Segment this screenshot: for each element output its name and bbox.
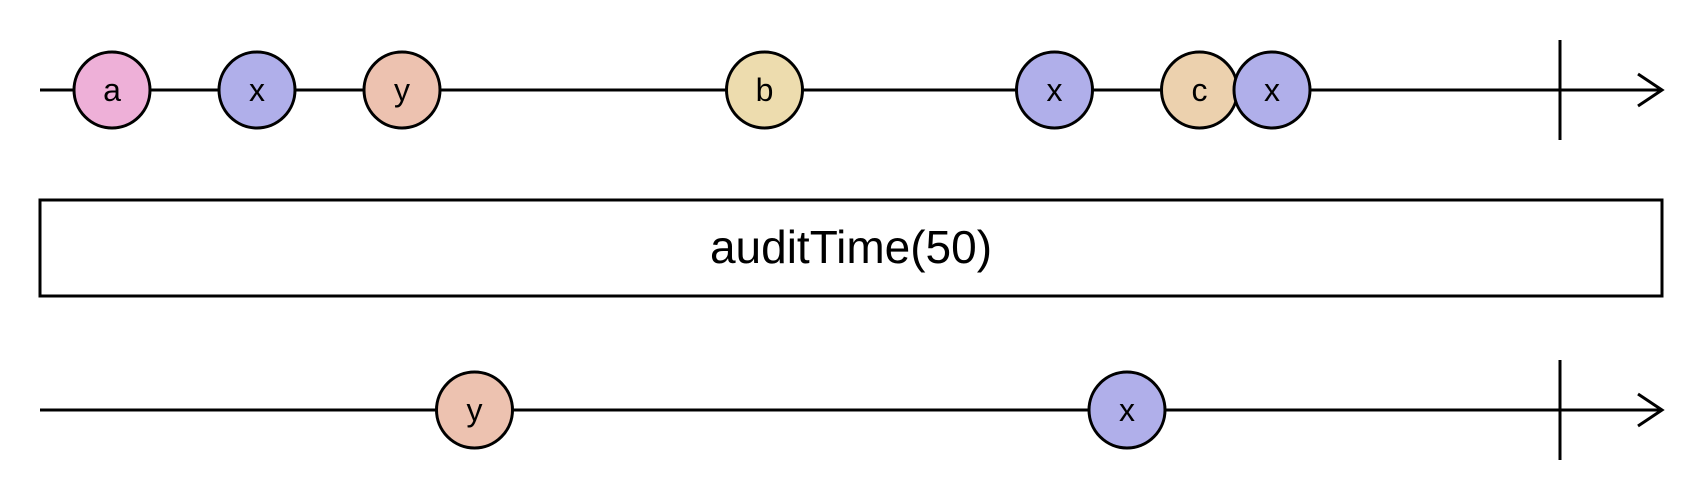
marble-y: y [435,370,514,450]
marble-label: x [249,72,265,108]
marble-label: c [1192,72,1208,108]
marble-c: c [1160,50,1239,130]
operator-label: auditTime(50) [710,221,992,273]
operator: auditTime(50) [38,198,1664,298]
output-arrowhead [1637,392,1665,428]
marble-y: y [362,50,442,130]
marble-circle [1087,370,1167,450]
marble-circle [725,50,804,130]
marble-circle [1232,50,1312,130]
marble-circle [362,50,442,130]
marble-label: a [103,72,121,108]
marble-circle [72,50,152,130]
marble-label: x [1047,72,1063,108]
marble-x: x [217,50,297,130]
operator-box [38,198,1664,298]
marble-circle [435,370,514,450]
marble-x: x [1015,50,1094,130]
marble-label: y [467,392,483,428]
marble-x: x [1232,50,1312,130]
marble-label: x [1119,392,1135,428]
marble-circle [1015,50,1094,130]
input-arrowhead [1637,72,1665,108]
marble-a: a [72,50,152,130]
marble-b: b [725,50,804,130]
marble-label: b [756,72,774,108]
marble-circle [217,50,297,130]
marble-label: x [1264,72,1280,108]
marble-x: x [1087,370,1167,450]
marble-label: y [394,72,410,108]
